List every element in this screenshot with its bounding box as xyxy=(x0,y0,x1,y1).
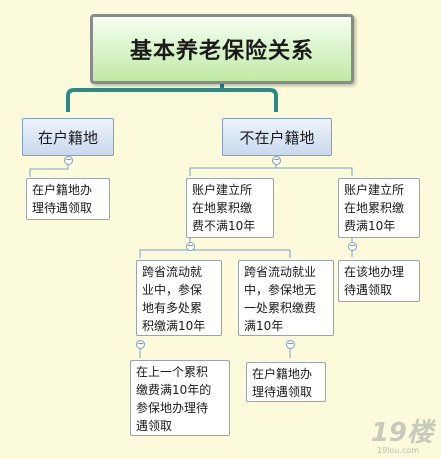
collapse-toggle-icon[interactable]: − xyxy=(136,339,145,349)
root-node-title[interactable]: 基本养老保险关系 xyxy=(90,14,354,84)
collapse-toggle-icon[interactable]: − xyxy=(64,155,73,165)
watermark-url: 19lou.com xyxy=(377,446,419,455)
node-multiple-places-10-years[interactable]: 跨省流动就 业中，参保 地有多处累 积缴满10年 xyxy=(136,260,222,336)
branch-not-in-household[interactable]: 不在户籍地 xyxy=(222,118,332,156)
leaf-local-claim[interactable]: 在该地办理 待遇领取 xyxy=(338,260,420,302)
node-local-under-10-years[interactable]: 账户建立所 在地累积缴 费不满10年 xyxy=(186,178,274,238)
collapse-toggle-icon[interactable]: − xyxy=(272,155,281,165)
collapse-toggle-icon[interactable]: − xyxy=(348,241,357,251)
branch-in-household[interactable]: 在户籍地 xyxy=(22,118,114,156)
collapse-toggle-icon[interactable]: − xyxy=(186,241,195,251)
node-local-10-years[interactable]: 账户建立所 在地累积缴 费满10年 xyxy=(338,178,420,238)
watermark-logo: 19楼 xyxy=(370,418,433,448)
collapse-toggle-icon[interactable]: − xyxy=(286,339,295,349)
leaf-household-claim-2[interactable]: 在户籍地办 理待遇领取 xyxy=(246,362,326,402)
leaf-household-claim[interactable]: 在户籍地办 理待遇领取 xyxy=(26,178,110,220)
node-no-place-10-years[interactable]: 跨省流动就业 中，参保地无 一处累积缴费 满10年 xyxy=(238,260,334,336)
leaf-previous-place-claim[interactable]: 在上一个累积 缴费满10年的 参保地办理待 遇领取 xyxy=(130,360,230,436)
